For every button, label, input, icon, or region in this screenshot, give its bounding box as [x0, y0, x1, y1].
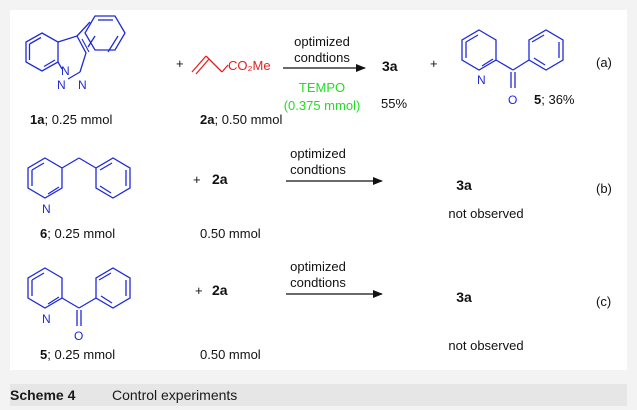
scheme-number: Scheme 4 — [10, 387, 76, 403]
ketone-c-oxygen: O — [74, 329, 83, 343]
benzylpyridine-nitrogen: N — [42, 202, 51, 216]
arrow-a-condition-2: condtions — [294, 50, 350, 65]
plus-b: + — [193, 172, 201, 187]
scheme-title: Control experiments — [112, 387, 238, 403]
scheme-panel — [10, 10, 627, 370]
ketone-a-label-rest: ; 36% — [541, 92, 575, 107]
benzylpyridine-label: 6; 0.25 mmol — [40, 226, 115, 241]
reagent-2a-c-amount: 0.50 mmol — [200, 347, 261, 362]
product-3a-yield: 55% — [381, 96, 407, 111]
reagent-2a-b-amount: 0.50 mmol — [200, 226, 261, 241]
acrylate-ester-group: CO₂Me — [228, 58, 271, 73]
methyl-acrylate-structure — [191, 55, 229, 75]
triazole-label-bold: 1a — [30, 112, 45, 127]
ketone-a-nitrogen: N — [477, 73, 486, 87]
ketone-c-label-bold: 5 — [40, 347, 47, 362]
triazole-label-rest: ; 0.25 mmol — [44, 112, 112, 127]
row-tag-a: (a) — [596, 55, 612, 70]
plus-c: + — [195, 283, 203, 298]
ketone-c-label: 5; 0.25 mmol — [40, 347, 115, 362]
triazole-n1: N — [61, 64, 70, 78]
ketone-a-label: 5; 36% — [534, 92, 575, 107]
caption-bar — [10, 384, 627, 406]
acrylate-label: 2a; 0.50 mmol — [200, 112, 282, 127]
reagent-2a-b: 2a — [212, 171, 228, 187]
product-3a-c: 3a — [456, 289, 472, 305]
arrow-c-condition-1: optimized — [290, 259, 346, 274]
result-b: not observed — [448, 206, 523, 221]
benzylpyridine-label-rest: ; 0.25 mmol — [47, 226, 115, 241]
arrow-b-condition-2: condtions — [290, 162, 346, 177]
plus-a2: + — [430, 56, 438, 71]
pyridyl-phenyl-ketone-structure-c — [27, 267, 131, 326]
acrylate-label-rest: ; 0.50 mmol — [214, 112, 282, 127]
row-tag-c: (c) — [596, 294, 611, 309]
triazole-n3: N — [78, 78, 87, 92]
tempo-reagent: TEMPO — [299, 80, 345, 95]
row-tag-b: (b) — [596, 181, 612, 196]
triazole-n2: N — [57, 78, 66, 92]
ketone-a-oxygen: O — [508, 93, 517, 107]
result-c: not observed — [448, 338, 523, 353]
product-3a-a: 3a — [382, 58, 398, 74]
benzylpyridine-label-bold: 6 — [40, 226, 47, 241]
triazole-label: 1a; 0.25 mmol — [30, 112, 112, 127]
arrow-a-condition-1: optimized — [294, 34, 350, 49]
product-3a-b: 3a — [456, 177, 472, 193]
tempo-amount: (0.375 mmol) — [284, 98, 361, 113]
arrow-c-condition-2: condtions — [290, 275, 346, 290]
pyridyl-phenyl-ketone-structure-a — [461, 29, 564, 88]
ketone-a-label-bold: 5 — [534, 92, 541, 107]
reagent-2a-c: 2a — [212, 282, 228, 298]
triazolopyridine-structure — [25, 15, 126, 80]
benzylpyridine-structure — [27, 157, 131, 199]
ketone-c-label-rest: ; 0.25 mmol — [47, 347, 115, 362]
plus-a1: + — [176, 56, 184, 71]
ketone-c-nitrogen: N — [42, 312, 51, 326]
arrow-b-condition-1: optimized — [290, 146, 346, 161]
acrylate-label-bold: 2a — [200, 112, 215, 127]
